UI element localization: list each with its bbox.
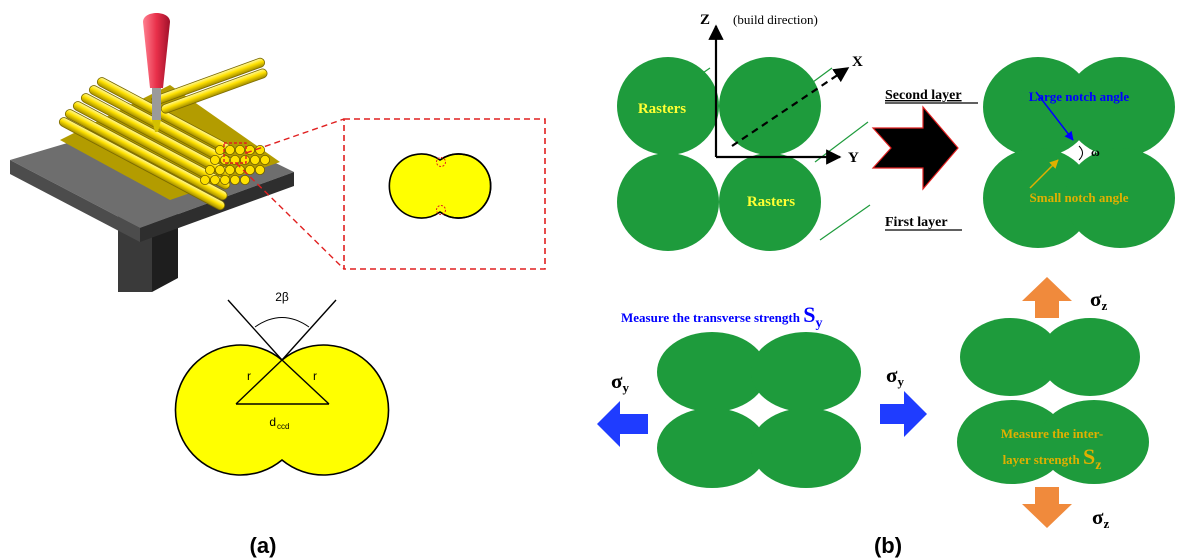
small-notch-label: Small notch angle	[1030, 190, 1129, 205]
sigma-y-left-label: σy	[611, 369, 629, 395]
zoom-cross-section	[388, 153, 492, 219]
omega-label: ω	[1091, 145, 1100, 159]
zoom-line-bottom	[235, 162, 345, 270]
bonding-geometry: 2β r r d ccd	[174, 290, 390, 476]
distance-subscript: ccd	[277, 422, 289, 431]
raster-label-top: Rasters	[638, 101, 686, 117]
interlayer-line1: Measure the inter-	[1001, 426, 1104, 441]
y-axis-label: Y	[848, 150, 859, 166]
distance-label: d	[269, 415, 276, 429]
second-layer-label: Second layer	[885, 88, 962, 103]
caption-a: (a)	[250, 533, 277, 558]
radius-label-left: r	[247, 369, 251, 383]
interlayer-test: Measure the inter- layer strength Sz σz …	[957, 277, 1149, 531]
tangent-right	[281, 299, 337, 361]
sigma-y-arrow-right	[880, 391, 927, 437]
z-axis-label: Z	[700, 12, 710, 28]
z-axis-note: (build direction)	[733, 12, 818, 27]
transverse-text: Measure the transverse strength	[621, 310, 803, 325]
zoom-line-top	[245, 118, 345, 154]
first-layer-label: First layer	[885, 215, 948, 230]
fused-layers: Large notch angle Small notch angle ω	[983, 57, 1175, 248]
axes: Z (build direction) X Y	[700, 12, 863, 166]
panel-b: Rasters Rasters Z (build direction) X Y …	[597, 12, 1175, 558]
radius-label-right: r	[313, 369, 317, 383]
caption-b: (b)	[874, 533, 902, 558]
sigma-z-bottom-label: σz	[1092, 505, 1109, 531]
interlayer-line2: layer strength Sz	[1003, 444, 1102, 473]
zoom-box	[343, 118, 546, 270]
angle-arc	[254, 317, 310, 328]
panel-a: 2β r r d ccd (a)	[10, 13, 546, 558]
filament-rods	[58, 57, 280, 211]
large-notch-label: Large notch angle	[1029, 89, 1130, 104]
raster-label-bottom: Rasters	[747, 194, 795, 210]
transition-arrow	[871, 105, 959, 191]
tangent-left	[227, 299, 283, 361]
x-axis-label: X	[852, 54, 863, 70]
nozzle-icon	[143, 13, 170, 132]
transverse-subscript: y	[815, 316, 822, 331]
transverse-symbol: S	[803, 302, 815, 327]
angle-label: 2β	[275, 290, 289, 304]
sigma-y-arrow-left	[597, 401, 648, 447]
sigma-z-arrow-top	[1022, 277, 1072, 318]
transverse-label: Measure the transverse strength Sy	[621, 302, 822, 331]
sigma-y-right-label: σy	[886, 363, 904, 389]
transverse-test: Measure the transverse strength Sy σy σy	[597, 302, 927, 488]
sigma-z-arrow-bottom	[1022, 487, 1072, 528]
raster-array: Rasters Rasters	[617, 57, 871, 251]
sigma-z-top-label: σz	[1090, 287, 1107, 313]
